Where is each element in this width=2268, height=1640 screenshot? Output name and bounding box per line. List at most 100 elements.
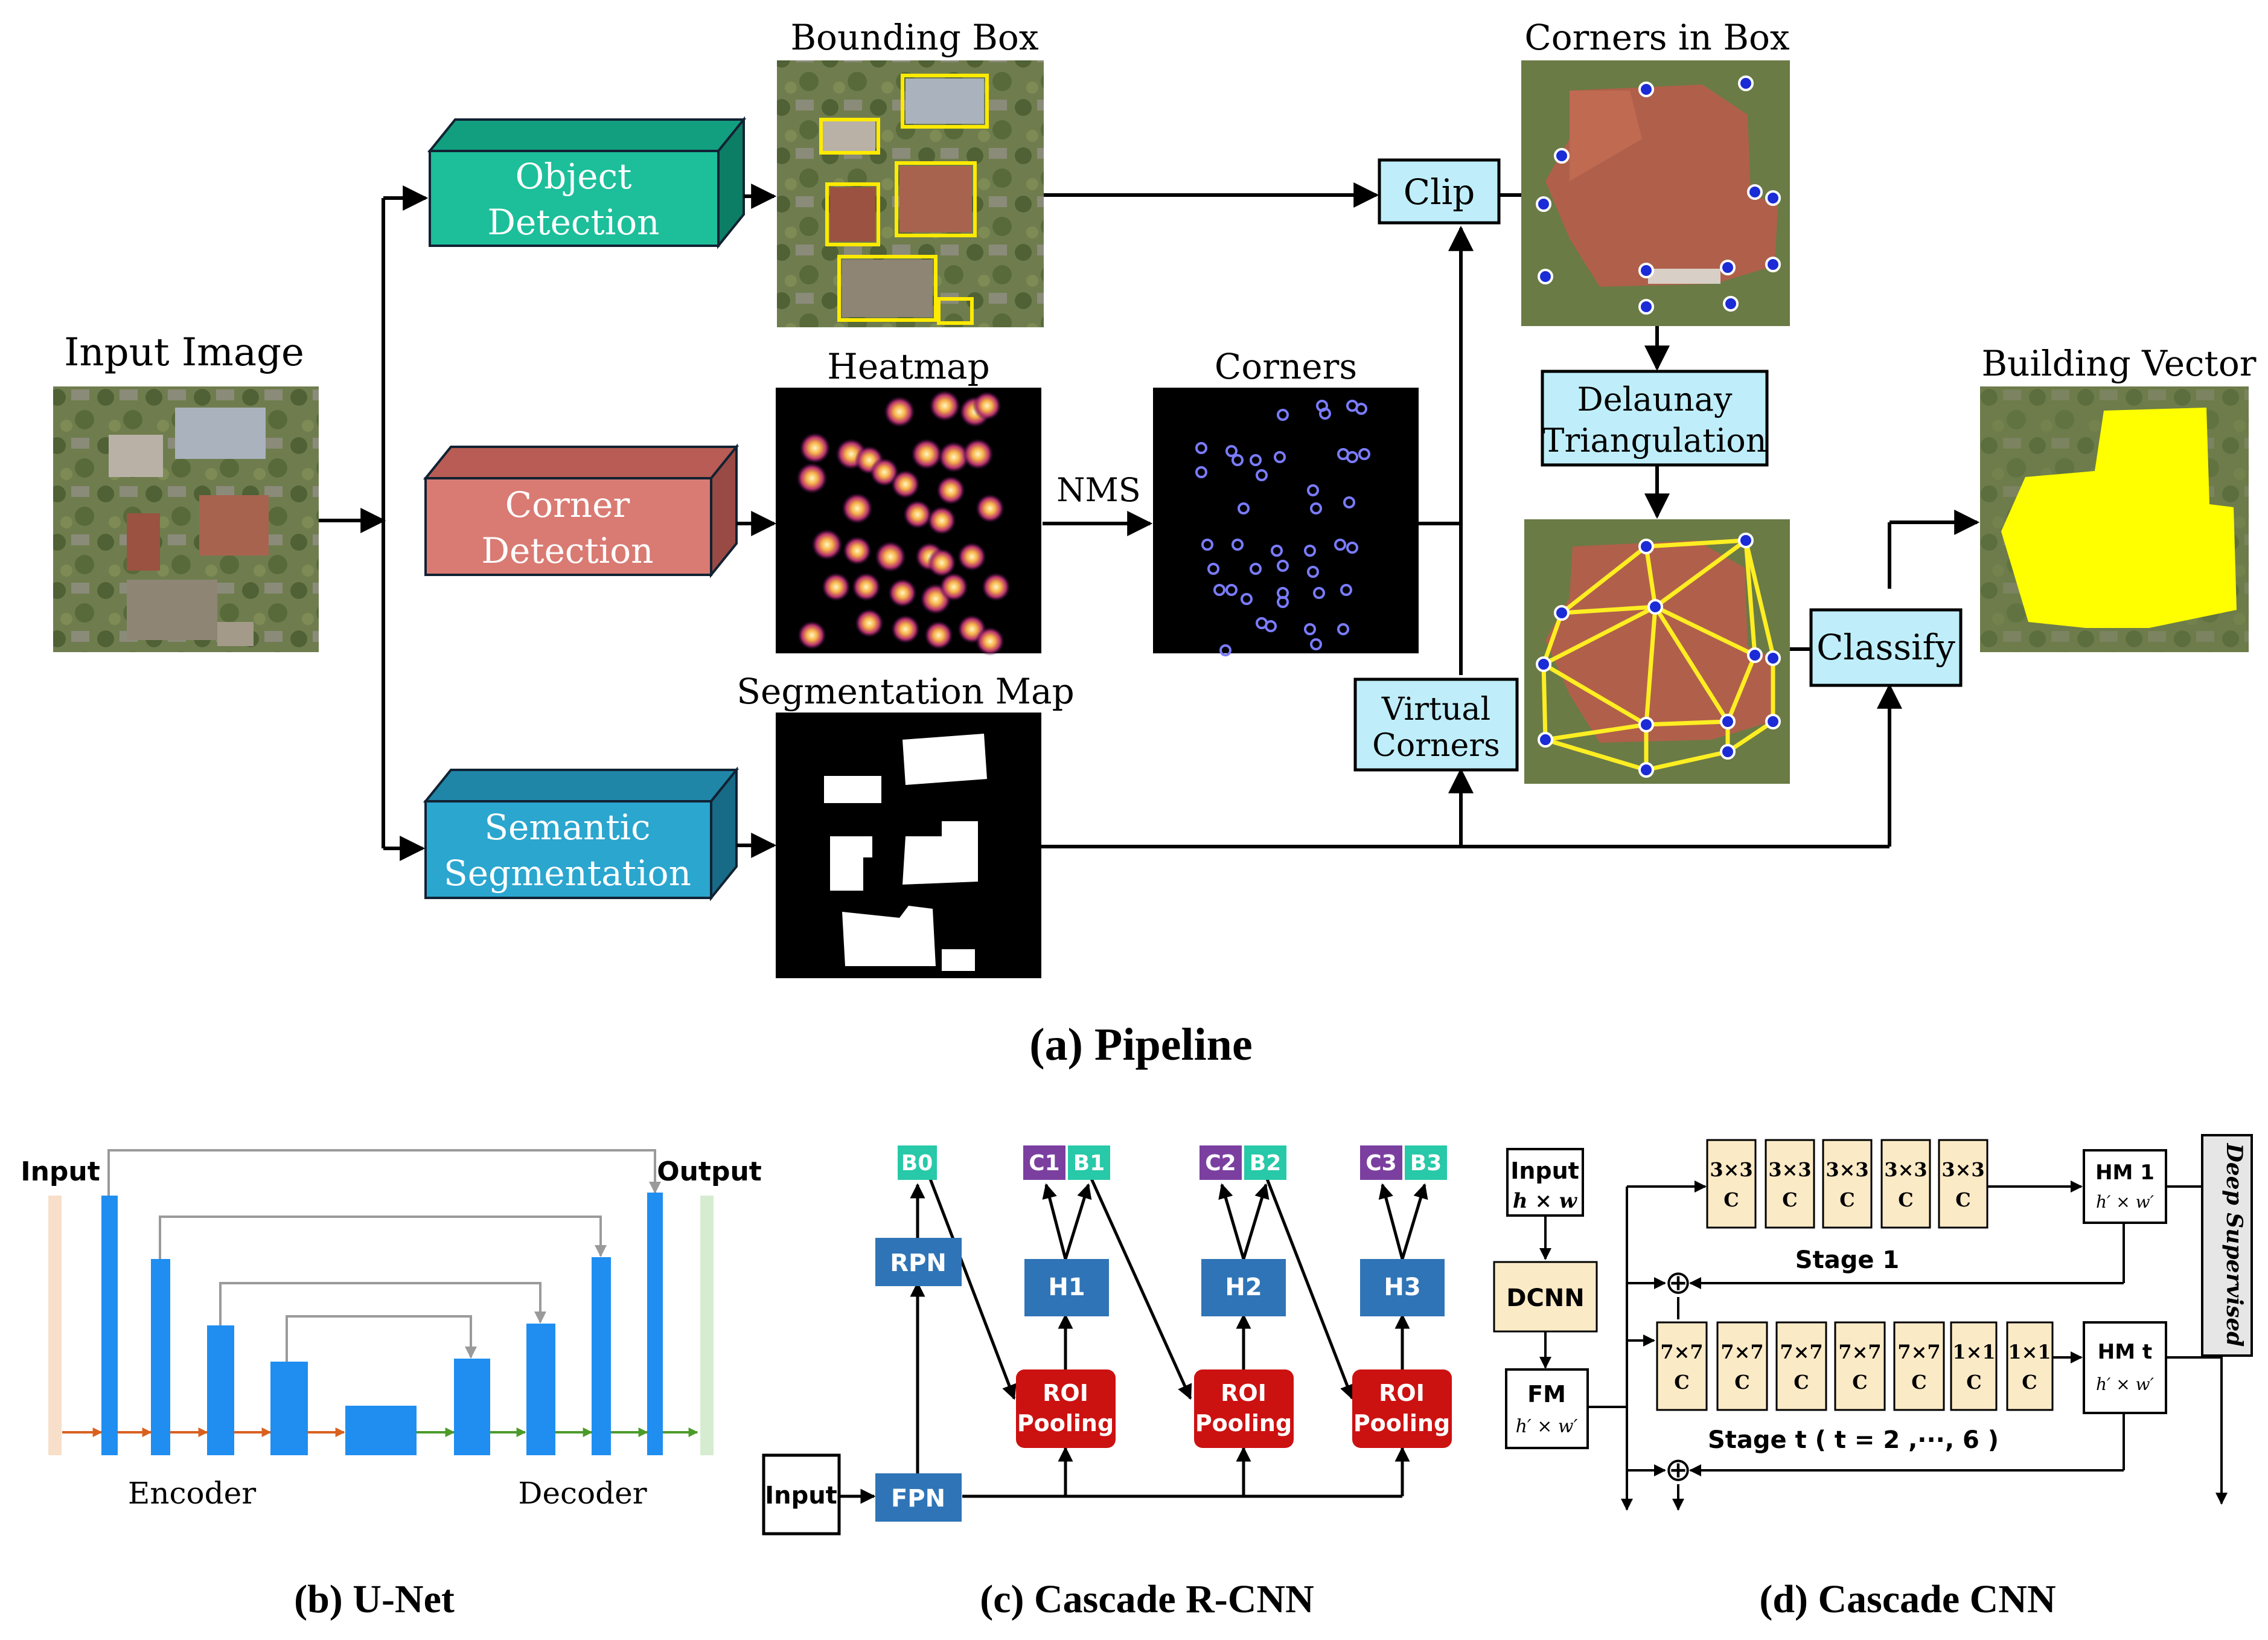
dcnn-block: DCNN	[1493, 1261, 1598, 1333]
fpn-block: FPN	[875, 1473, 962, 1522]
unet-encoder-block-4	[270, 1362, 308, 1455]
unet-output-bar	[700, 1196, 714, 1455]
unet-input-bar	[48, 1196, 62, 1455]
triangulation-image	[1524, 519, 1790, 784]
delaunay-label-1: Delaunay	[1577, 380, 1733, 418]
st-b2: 7×7	[1720, 1341, 1763, 1363]
fpn-label: FPN	[891, 1485, 945, 1513]
st-b5-sub: C	[1911, 1371, 1926, 1394]
virtual-corners-step: Virtual Corners	[1353, 677, 1519, 772]
object-detection-label-1: Object	[516, 156, 632, 197]
fm-size: h′ × w′	[1516, 1416, 1578, 1437]
roi-pooling-2-label-1: ROI	[1221, 1380, 1267, 1406]
b0-label-box: B0	[898, 1145, 937, 1180]
s1-b2-sub: C	[1782, 1188, 1797, 1211]
plus-2: ⊕	[1664, 1450, 1691, 1488]
corner-detection-label-1: Corner	[505, 484, 630, 525]
bounding-box-title: Bounding Box	[790, 17, 1038, 58]
c3-label: C3	[1366, 1151, 1396, 1176]
head-h3: H3	[1360, 1259, 1445, 1316]
building-vector-title: Building Vector	[1982, 343, 2257, 384]
hmt-size: h′ × w′	[2096, 1374, 2155, 1394]
s1-b5: 3×3	[1941, 1158, 1984, 1181]
deep-supervised-label: Deep Supervised	[2222, 1143, 2247, 1347]
classify-step: Classify	[1809, 608, 1963, 687]
object-detection-label-2: Detection	[487, 202, 659, 243]
corner-detection-module: Corner Detection	[423, 443, 739, 578]
staget-label: Stage t ( t = 2 ,···, 6 )	[1708, 1426, 1999, 1454]
s1-b3-sub: C	[1839, 1188, 1854, 1211]
st-b5: 7×7	[1897, 1341, 1940, 1363]
unet-decoder-block-3	[526, 1324, 555, 1455]
st-b1: 7×7	[1660, 1341, 1703, 1363]
dcnn-label: DCNN	[1506, 1284, 1585, 1312]
head-h2-label: H2	[1225, 1273, 1262, 1301]
clip-label: Clip	[1404, 171, 1475, 213]
semantic-segmentation-module: Semantic Segmentation	[423, 766, 739, 902]
unet-caption: (b) U-Net	[294, 1577, 455, 1621]
pipeline-panel: Input Image Object Detection Corner Dete…	[53, 17, 2257, 1070]
virtual-corners-label-2: Corners	[1372, 728, 1500, 764]
corner-detection-label-2: Detection	[481, 530, 653, 571]
bounding-box-image	[777, 60, 1044, 327]
hm1-size: h′ × w′	[2096, 1192, 2155, 1212]
s1-b1: 3×3	[1710, 1158, 1752, 1181]
class-box-labels: C1 B1 C2 B2 C3 B3	[1023, 1145, 1447, 1180]
heatmap-image	[776, 388, 1041, 656]
hmt-label: HM t	[2098, 1340, 2152, 1364]
building-vector-image	[1980, 386, 2249, 652]
b1-label: B1	[1073, 1151, 1105, 1176]
segmentation-map-title: Segmentation Map	[736, 671, 1074, 712]
s1-b3: 3×3	[1826, 1158, 1868, 1181]
delaunay-step: Delaunay Triangulation	[1541, 370, 1769, 467]
unet-decoder-block-1	[647, 1193, 663, 1455]
st-b7: 1×1	[2008, 1341, 2051, 1363]
b0-label: B0	[901, 1151, 933, 1176]
rpn-label: RPN	[890, 1249, 947, 1277]
staget-blocks	[1656, 1321, 2054, 1411]
semantic-segmentation-label-1: Semantic	[484, 807, 650, 848]
corners-in-box-image	[1521, 60, 1790, 326]
s1-b5-sub: C	[1955, 1188, 1970, 1211]
unet-panel: Input Output	[21, 1149, 762, 1621]
cnn-input-size: h × w	[1513, 1189, 1578, 1213]
st-b3-sub: C	[1794, 1371, 1809, 1394]
st-b4: 7×7	[1838, 1341, 1881, 1363]
st-b2-sub: C	[1734, 1371, 1749, 1394]
cascade-rcnn-panel: Input FPN RPN B0 H1 H2 H3 ROI P	[762, 1145, 1452, 1621]
c2-label: C2	[1205, 1151, 1236, 1176]
unet-input-label: Input	[21, 1156, 100, 1187]
head-h2: H2	[1201, 1259, 1286, 1316]
cascade-cnn-caption: (d) Cascade CNN	[1759, 1577, 2056, 1621]
s1-b2: 3×3	[1768, 1158, 1811, 1181]
roi-pooling-1-label-1: ROI	[1043, 1380, 1088, 1406]
semantic-segmentation-label-2: Segmentation	[444, 853, 691, 894]
unet-encoder-label: Encoder	[128, 1476, 256, 1511]
unet-output-label: Output	[657, 1156, 762, 1187]
heatmap-title: Heatmap	[827, 346, 990, 387]
rcnn-input-label: Input	[765, 1482, 837, 1510]
s1-b4-sub: C	[1898, 1188, 1913, 1211]
roi-pooling-1-label-2: Pooling	[1017, 1410, 1114, 1437]
nms-label: NMS	[1056, 471, 1141, 509]
plus-1: ⊕	[1664, 1263, 1691, 1301]
unet-encoder-block-3	[207, 1325, 234, 1455]
roi-pooling-3: ROI Pooling	[1352, 1369, 1452, 1448]
pipeline-caption: (a) Pipeline	[1029, 1019, 1252, 1070]
hm1-box: HM 1 h′ × w′	[2083, 1149, 2167, 1224]
st-b6-sub: C	[1966, 1371, 1981, 1394]
rpn-block: RPN	[875, 1238, 962, 1286]
cnn-input-box: Input h × w	[1506, 1148, 1584, 1217]
classify-label: Classify	[1816, 627, 1955, 668]
corners-in-box-title: Corners in Box	[1524, 17, 1789, 58]
unet-decoder-block-4	[454, 1359, 490, 1455]
stage1-block-labels: 3×3 C 3×3 C 3×3 C 3×3 C 3×3 C	[1710, 1158, 1984, 1211]
stage1-label: Stage 1	[1795, 1246, 1899, 1274]
rcnn-input-box: Input	[762, 1453, 841, 1536]
roi-pooling-3-label-2: Pooling	[1353, 1410, 1450, 1437]
unet-encoder-block-1	[101, 1196, 118, 1455]
unet-decoder-block-2	[592, 1257, 611, 1455]
input-image-title: Input Image	[64, 330, 304, 375]
deep-supervised-box: Deep Supervised	[2201, 1134, 2253, 1357]
